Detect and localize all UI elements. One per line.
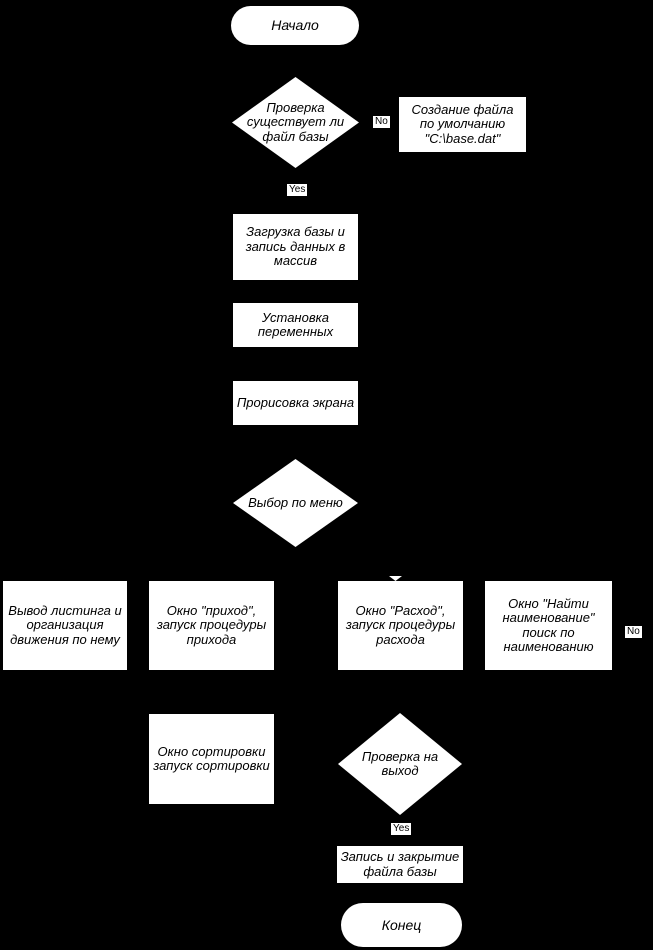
node-check-file-decision: Проверка существует ли файл базы: [232, 77, 359, 168]
node-income-window-process: Окно "приход", запуск процедуры прихода: [149, 581, 274, 670]
node-exit-check-decision: Проверка на выход: [338, 713, 462, 815]
node-listing-process: Вывод листинга и организация движения по…: [3, 581, 127, 670]
node-expense-window-process: Окно "Расход", запуск процедуры расхода: [338, 581, 463, 670]
edge-label-check-file-yes: Yes: [287, 184, 308, 196]
edge-label-exit-yes: Yes: [391, 823, 412, 835]
node-save-close-process: Запись и закрытие файла базы: [337, 846, 463, 883]
node-find-window-process: Окно "Найти наименование" поиск по наиме…: [485, 581, 612, 670]
edge-label-find-no: No: [625, 626, 642, 638]
node-create-file-process: Создание файла по умолчанию "C:\base.dat…: [399, 97, 526, 152]
edge-label-check-file-no: No: [373, 116, 390, 128]
arrowhead-icon: [389, 576, 402, 581]
node-end-terminator: Конец: [341, 903, 462, 947]
node-sort-window-process: Окно сортировки запуск сортировки: [149, 714, 274, 804]
node-load-base-process: Загрузка базы и запись данных в массив: [233, 214, 358, 280]
node-draw-screen-process: Прорисовка экрана: [233, 381, 358, 425]
node-menu-select-decision: Выбор по меню: [233, 459, 358, 547]
node-start-terminator: Начало: [231, 6, 359, 45]
node-set-vars-process: Установка переменных: [233, 303, 358, 347]
